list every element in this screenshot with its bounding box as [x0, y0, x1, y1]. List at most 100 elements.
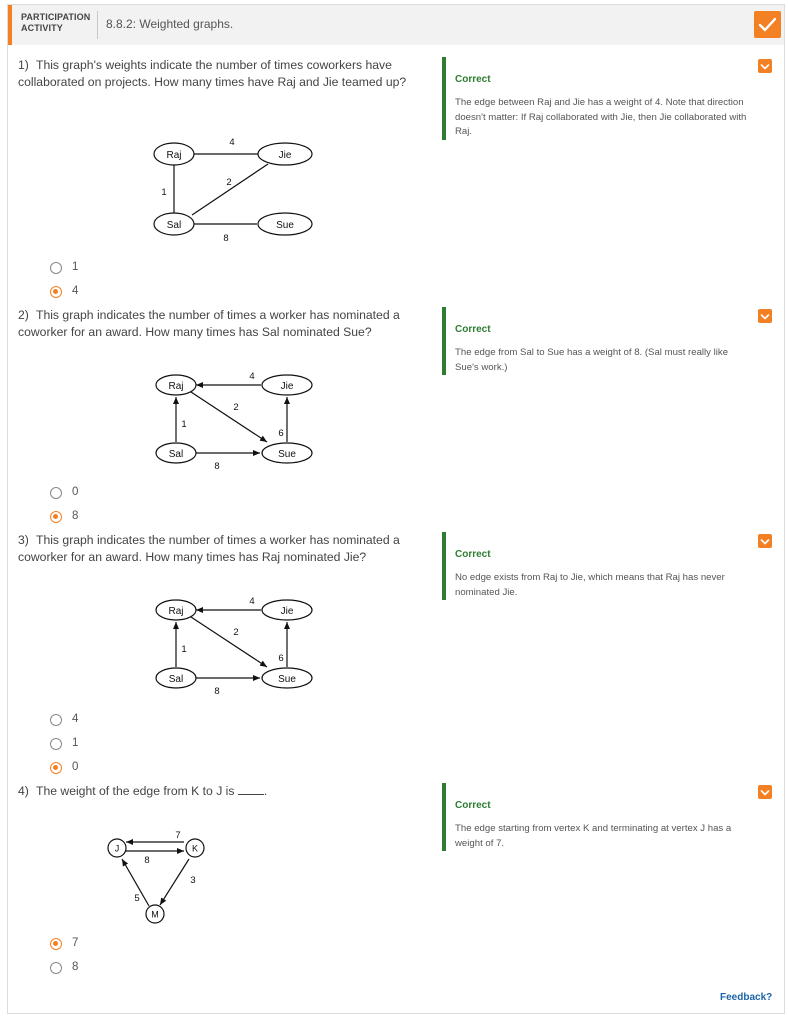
edge-weight: 6	[278, 428, 283, 439]
radio-button[interactable]	[50, 962, 62, 974]
graph-node	[145, 904, 165, 924]
option-label[interactable]: 0	[72, 761, 79, 773]
question-text-end: .	[263, 784, 268, 798]
question-body: This graph indicates the number of times…	[18, 308, 400, 339]
edge-weight: 2	[233, 627, 238, 638]
option-label[interactable]: 8	[72, 961, 79, 973]
graph-edge	[191, 163, 269, 216]
option-label[interactable]: 8	[72, 510, 79, 522]
graph-node	[155, 667, 197, 689]
question-body: This graph's weights indicate the number…	[18, 58, 407, 89]
graph-node	[155, 599, 197, 621]
feedback-text: No edge exists from Raj to Jie, which me…	[455, 572, 725, 598]
question-complete-check-icon	[758, 309, 772, 323]
node-label: Jie	[279, 150, 292, 161]
graph-diagram: J K M 7 8 3 5	[107, 830, 205, 924]
graph-edge	[121, 858, 150, 907]
radio-button[interactable]	[50, 738, 62, 750]
feedback-text: The edge starting from vertex K and term…	[455, 823, 732, 849]
feedback-text: The edge between Raj and Jie has a weigh…	[455, 97, 747, 137]
node-label: Raj	[168, 606, 183, 617]
option-label[interactable]: 1	[72, 261, 79, 273]
graph-node	[153, 212, 195, 236]
edge-weight: 8	[223, 233, 228, 244]
activity-type-label: PARTICIPATION ACTIVITY	[21, 12, 91, 33]
feedback-text: The edge from Sal to Sue has a weight of…	[455, 347, 729, 373]
edge-weight: 4	[249, 371, 254, 382]
question-complete-check-icon	[758, 785, 772, 799]
node-label: J	[115, 844, 120, 854]
feedback-status: Correct	[455, 549, 491, 560]
node-label: Sal	[169, 674, 183, 685]
feedback-status: Correct	[455, 800, 491, 811]
graph-diagram: Raj Jie Sal Sue 4 1 2 6 8	[155, 596, 313, 696]
edge-weight: 1	[181, 644, 186, 655]
question-number: 4)	[18, 784, 29, 798]
node-label: M	[151, 910, 159, 920]
activity-header: PARTICIPATION ACTIVITY 8.8.2: Weighted g…	[8, 5, 784, 45]
edge-weight: 2	[233, 402, 238, 413]
feedback-link[interactable]: Feedback?	[720, 992, 773, 1003]
feedback-status: Correct	[455, 324, 491, 335]
edge-weight: 6	[278, 653, 283, 664]
edge-weight: 5	[134, 893, 139, 904]
question-text: 1)This graph's weights indicate the numb…	[18, 57, 418, 91]
answer-feedback: Correct No edge exists from Raj to Jie, …	[442, 532, 752, 600]
graph-node	[257, 142, 313, 166]
node-label: Sue	[276, 220, 294, 231]
radio-button-selected[interactable]	[50, 762, 62, 774]
radio-button-selected[interactable]	[50, 511, 62, 523]
question-number: 3)	[18, 533, 29, 547]
edge-weight: 8	[144, 855, 149, 866]
graph-node	[185, 838, 205, 858]
graph-node	[257, 212, 313, 236]
question-complete-check-icon	[758, 534, 772, 548]
edge-weight: 7	[175, 830, 180, 841]
graph-diagram: Raj Jie Sal Sue 4 1 2 6 8	[155, 371, 313, 471]
question-complete-check-icon	[758, 59, 772, 73]
node-label: Raj	[168, 381, 183, 392]
question-body: This graph indicates the number of times…	[18, 533, 400, 564]
edge-weight: 4	[249, 596, 254, 607]
edge-weight: 1	[161, 187, 166, 198]
edge-weight: 2	[226, 177, 231, 188]
graph-edge	[159, 858, 190, 906]
activity-title: 8.8.2: Weighted graphs.	[106, 17, 234, 31]
answer-feedback: Correct The edge from Sal to Sue has a w…	[442, 307, 752, 375]
radio-button[interactable]	[50, 714, 62, 726]
node-label: Sue	[278, 449, 296, 460]
edge-weight: 1	[181, 419, 186, 430]
feedback-status: Correct	[455, 74, 491, 85]
graph-diagram: Raj Jie Sal Sue 4 1 2 8	[153, 137, 313, 244]
radio-button-selected[interactable]	[50, 286, 62, 298]
question-text: 3)This graph indicates the number of tim…	[18, 532, 418, 566]
option-label[interactable]: 1	[72, 737, 79, 749]
graph-node	[155, 442, 197, 464]
option-label[interactable]: 7	[72, 937, 79, 949]
node-label: Jie	[281, 381, 294, 392]
question-text: 2)This graph indicates the number of tim…	[18, 307, 418, 341]
activity-complete-check-icon	[754, 11, 781, 38]
node-label: Sal	[169, 449, 183, 460]
option-label[interactable]: 4	[72, 713, 79, 725]
graph-edge	[190, 391, 268, 443]
node-label: Raj	[166, 150, 181, 161]
node-label: Jie	[281, 606, 294, 617]
option-label[interactable]: 4	[72, 285, 79, 297]
graph-node	[155, 374, 197, 396]
edge-weight: 4	[229, 137, 234, 148]
graph-edge	[190, 616, 268, 668]
edge-weight: 3	[190, 875, 195, 886]
radio-button-selected[interactable]	[50, 938, 62, 950]
graph-node	[261, 667, 313, 689]
graph-node	[261, 374, 313, 396]
header-divider	[97, 11, 98, 39]
radio-button[interactable]	[50, 487, 62, 499]
node-label: K	[192, 844, 198, 854]
graph-node	[153, 142, 195, 166]
graph-node	[107, 838, 127, 858]
option-label[interactable]: 0	[72, 486, 79, 498]
question-body: The weight of the edge from K to J is	[36, 784, 235, 798]
radio-button[interactable]	[50, 262, 62, 274]
participation-activity-card: PARTICIPATION ACTIVITY 8.8.2: Weighted g…	[7, 4, 785, 1014]
